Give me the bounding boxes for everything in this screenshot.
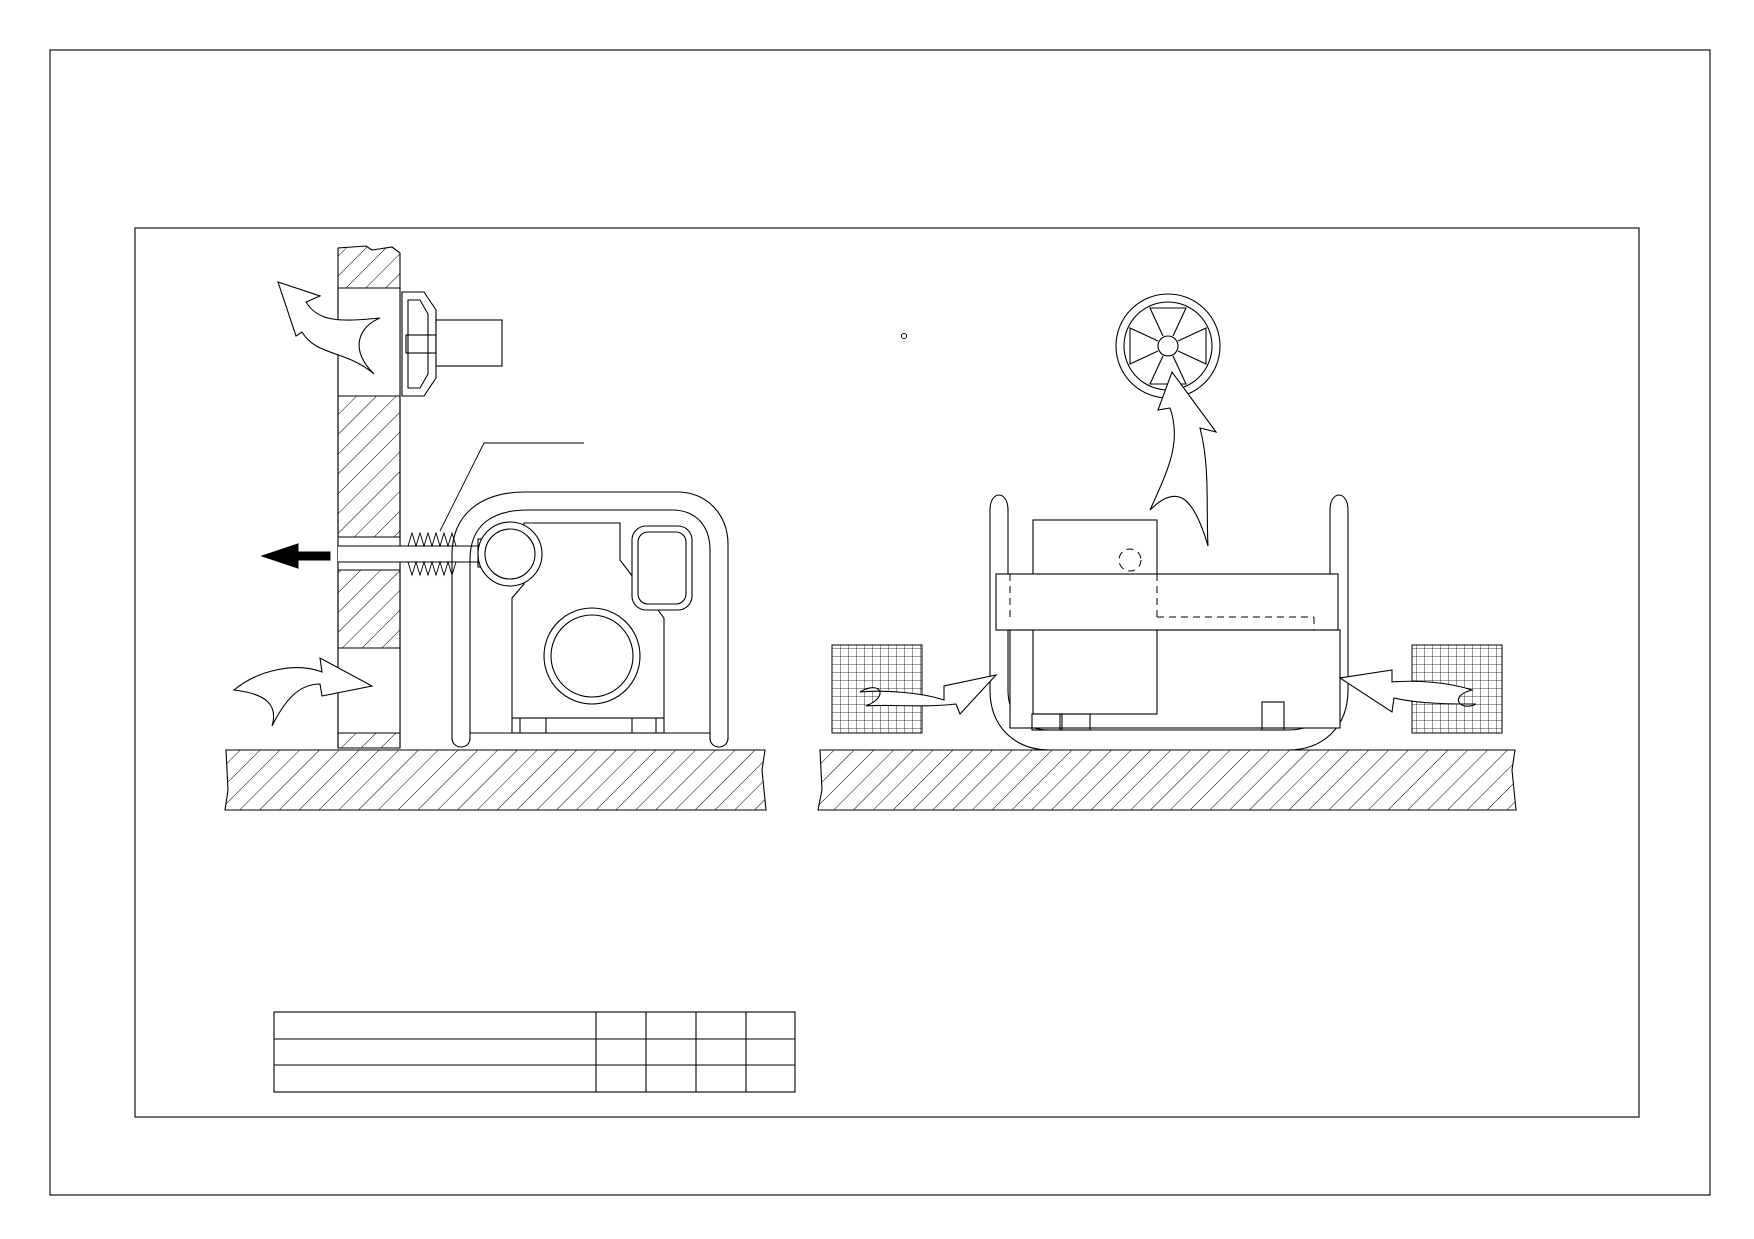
fuel-tank-cap — [631, 525, 693, 611]
airflow-up-arrow-icon — [1149, 370, 1218, 547]
air-filter-housing — [477, 521, 543, 587]
reference-mark — [900, 332, 908, 340]
outer-border — [49, 49, 1711, 1196]
inner-border — [134, 227, 1640, 1118]
leader-line — [439, 442, 584, 532]
fuel-tank-front — [995, 573, 1339, 631]
airflow-out-arrow-icon — [277, 281, 381, 375]
wall-exhaust-fan — [401, 291, 503, 397]
airflow-in-arrow-icon — [232, 656, 374, 727]
ground-slab-right — [817, 749, 1517, 811]
airflow-in-right-arrow-icon — [1338, 669, 1477, 713]
side-view — [224, 245, 767, 811]
wall-section — [337, 245, 401, 749]
airflow-in-left-arrow-icon — [859, 674, 998, 716]
ground-slab-left — [224, 749, 767, 811]
engine-cap — [1118, 548, 1142, 572]
front-view — [817, 293, 1517, 811]
title-block — [273, 1011, 796, 1093]
alternator-side — [543, 607, 641, 705]
exhaust-arrow-icon — [260, 543, 331, 569]
generator-engine-side — [477, 521, 693, 734]
